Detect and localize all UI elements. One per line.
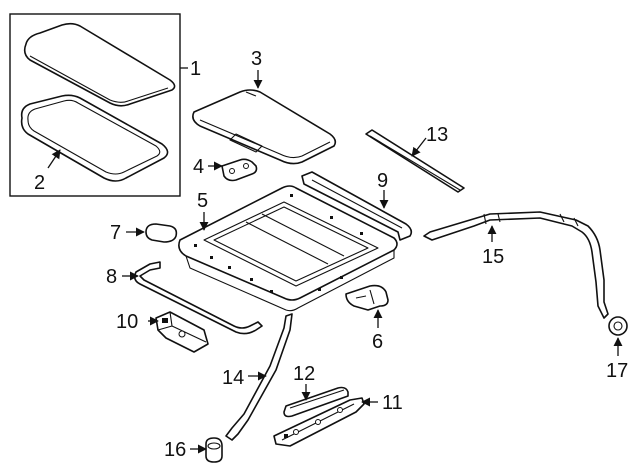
front-drain-hose (423, 211, 609, 319)
callout-7: 7 (110, 222, 121, 244)
callout-11: 11 (382, 392, 403, 414)
callout-8: 8 (106, 266, 117, 288)
callout-2: 2 (34, 172, 45, 194)
callout-1: 1 (190, 58, 201, 80)
drain-valve (608, 316, 628, 336)
callout-15: 15 (482, 246, 504, 268)
leader-lines (47, 70, 623, 454)
grommet (205, 437, 223, 463)
callout-13: 13 (426, 124, 448, 146)
guide-rail (283, 386, 349, 418)
clip (221, 158, 258, 182)
wind-deflector (301, 171, 413, 241)
callout-16: 16 (164, 439, 186, 461)
sunroof-housing-frame (178, 185, 398, 312)
callout-17: 17 (606, 360, 628, 382)
callout-12: 12 (293, 363, 315, 385)
drive-motor (155, 311, 209, 353)
sunshade (192, 89, 337, 165)
callout-10: 10 (116, 311, 138, 333)
callout-3: 3 (251, 48, 262, 70)
drain-hose (225, 313, 293, 441)
glass-panel (23, 22, 176, 107)
glass-seal (20, 94, 169, 182)
callout-6: 6 (372, 331, 383, 353)
track-mechanism (273, 397, 365, 447)
callout-14: 14 (222, 367, 244, 389)
callout-9: 9 (377, 170, 388, 192)
trim-strip (365, 129, 465, 193)
bumper (145, 223, 178, 243)
callout-5: 5 (197, 190, 208, 212)
bracket (345, 284, 389, 311)
glass-assembly-box (9, 13, 188, 197)
callout-4: 4 (193, 156, 204, 178)
